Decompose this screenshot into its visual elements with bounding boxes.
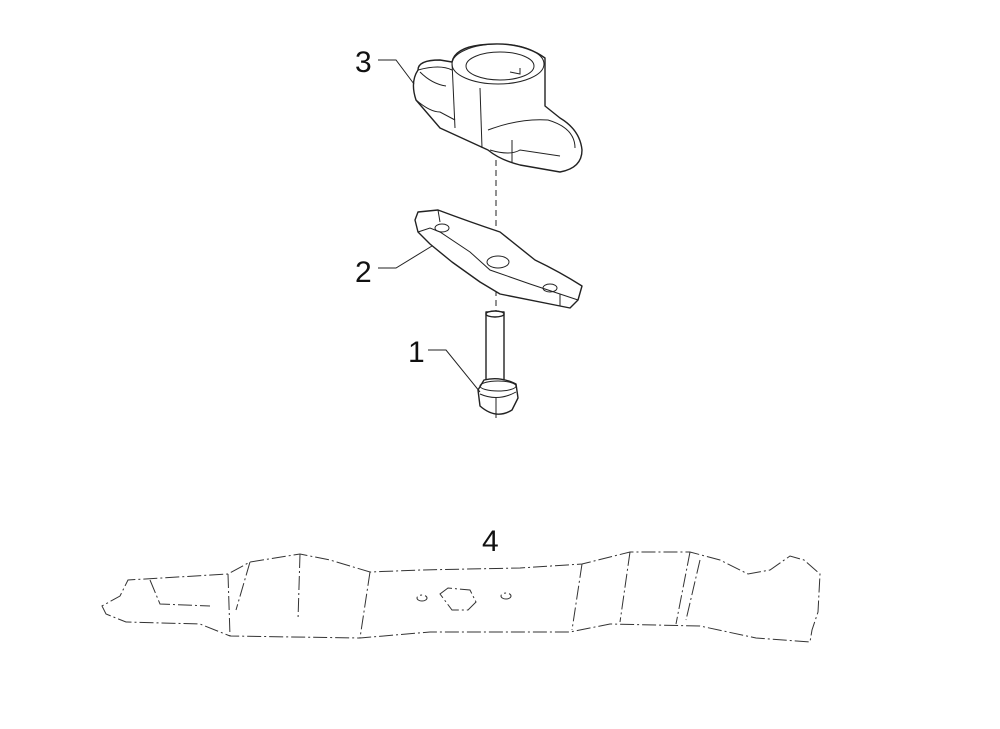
part-2-stiffener-plate <box>414 209 583 309</box>
callout-2: 2 <box>355 256 372 289</box>
callout-1: 1 <box>408 336 425 369</box>
callout-3-leader <box>378 59 415 85</box>
callout-4: 4 <box>482 525 499 558</box>
callout-2-leader <box>378 245 433 269</box>
part-1-bolt <box>477 310 519 418</box>
callout-3: 3 <box>355 46 372 79</box>
part-3-blade-adapter <box>412 43 583 173</box>
callout-1-leader <box>428 349 481 393</box>
part-4-mower-blade <box>101 551 821 643</box>
